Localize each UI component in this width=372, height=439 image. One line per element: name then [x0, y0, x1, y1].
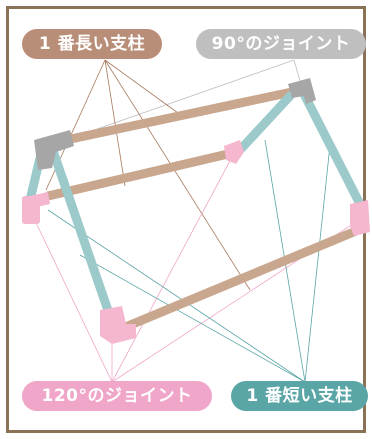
joint-90-left — [34, 130, 74, 170]
joint-120-left-elbow — [30, 192, 50, 208]
long-pole-middle — [43, 149, 233, 201]
joint-120-bottom-right — [350, 200, 370, 236]
shortest-pole-leader — [79, 254, 306, 383]
joint-90-leader — [59, 59, 295, 143]
joint-90-label: 90°のジョイント — [196, 29, 366, 59]
shortest-pole-label: 1 番短い支柱 — [231, 381, 368, 411]
joint-120-label: 120°のジョイント — [22, 381, 212, 411]
longest-pole-leader — [45, 59, 106, 191]
short-pole-right-outer — [299, 89, 367, 213]
joint-90-right — [288, 78, 316, 104]
longest-pole-label: 1 番長い支柱 — [22, 29, 162, 59]
short-poles — [25, 89, 367, 327]
joint-120-leader — [29, 209, 113, 383]
longest-pole-leader — [104, 59, 251, 291]
joints-120 — [22, 140, 370, 344]
short-pole-left-outer — [47, 143, 117, 327]
shortest-pole-leader — [47, 209, 306, 383]
short-pole-right-inner — [235, 91, 295, 155]
long-poles — [43, 87, 361, 331]
longest-pole-leader — [104, 59, 179, 114]
long-pole-top — [61, 87, 297, 145]
joint-120-bottom-left — [100, 306, 136, 344]
frame-top-border — [6, 6, 366, 9]
long-pole-bottom — [123, 226, 361, 331]
longest-pole-leader — [104, 59, 126, 187]
shortest-pole-leader — [304, 144, 331, 383]
joints-90 — [34, 78, 316, 170]
joint-120-top-middle — [224, 140, 244, 164]
joint-120-leader — [111, 156, 233, 383]
